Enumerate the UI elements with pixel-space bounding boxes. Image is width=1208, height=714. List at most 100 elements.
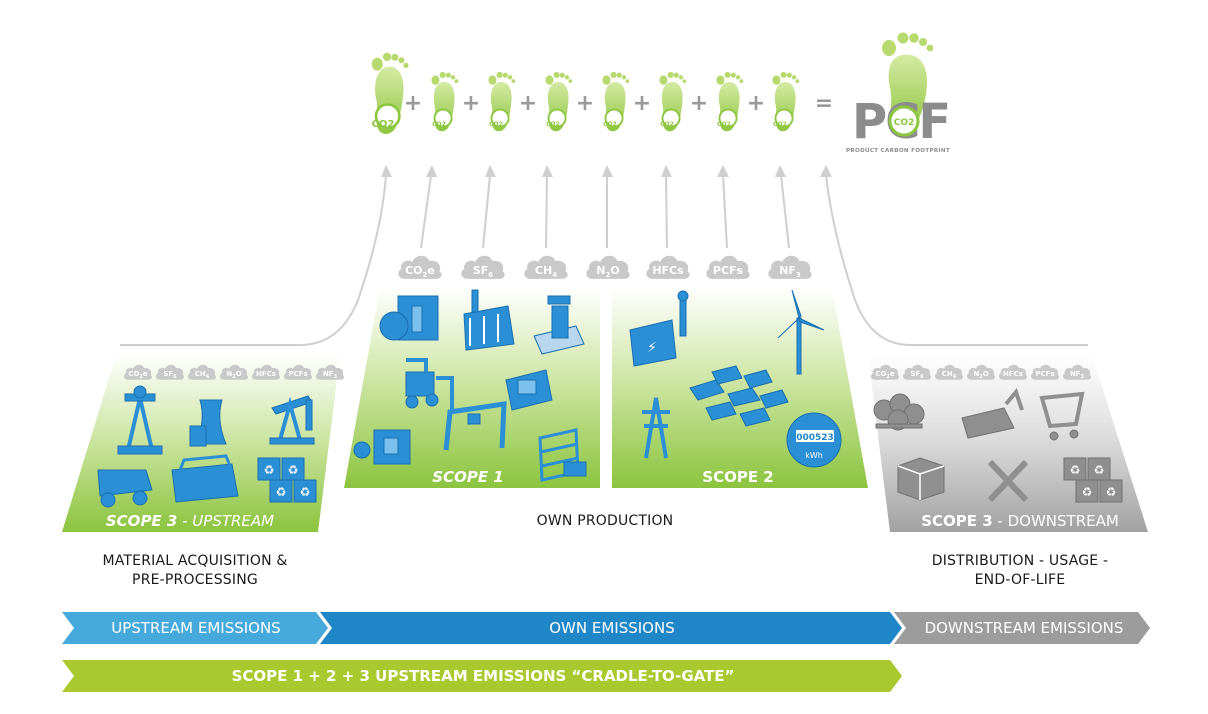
- svg-text:♻: ♻: [288, 463, 299, 477]
- cooling-tower-icon: [189, 399, 227, 447]
- footprint-icon: CO2: [487, 70, 517, 133]
- control-cabinet-icon: [353, 429, 411, 465]
- svg-text:N2O: N2O: [226, 370, 241, 380]
- svg-text:PRODUCT CARBON FOOTPRINT: PRODUCT CARBON FOOTPRINT: [846, 148, 950, 154]
- downstream-caption: DISTRIBUTION - USAGE - END-OF-LIFE: [895, 552, 1145, 590]
- svg-text:♻: ♻: [264, 463, 275, 477]
- svg-text:CO2: CO2: [489, 121, 503, 128]
- scope3-upstream-title: SCOPE 3 - UPSTREAM: [106, 512, 274, 530]
- package-box-icon: [897, 457, 945, 501]
- svg-text:PCFs: PCFs: [1035, 370, 1054, 378]
- scope3-downstream-panel: [868, 355, 1148, 532]
- factory-icon: [463, 289, 515, 351]
- footprint-equation: CO2 CO2 CO2 CO2 CO2 CO2 CO2 CO2 + + + + …: [370, 51, 833, 136]
- gas-label: SF6: [473, 264, 493, 279]
- scope3-downstream-title: SCOPE 3 - DOWNSTREAM: [921, 512, 1119, 530]
- svg-text:CO2: CO2: [660, 121, 674, 128]
- tools-icon: [987, 459, 1029, 503]
- svg-text:SF6: SF6: [910, 370, 924, 380]
- gas-clouds-main: CO2e SF6 CH4 N2O HFCs PCFs NF3: [398, 255, 812, 279]
- plus-sign: +: [576, 91, 594, 116]
- gas-label: NF3: [779, 264, 801, 279]
- gantry-crane-icon: [443, 401, 507, 451]
- cradle-to-gate-bar: [62, 660, 902, 692]
- plus-sign: +: [690, 91, 708, 116]
- upstream-emissions-bar: [62, 612, 328, 644]
- svg-text:♻: ♻: [1106, 485, 1117, 499]
- footprint-icon: CO2: [771, 70, 801, 133]
- plus-sign: +: [404, 91, 422, 116]
- svg-text:♻: ♻: [1094, 463, 1105, 477]
- own-production-caption: OWN PRODUCTION: [536, 513, 674, 529]
- svg-text:♻: ♻: [276, 485, 287, 499]
- power-pylon-icon: [642, 397, 670, 459]
- recycling-crates-grey-icon: ♻ ♻ ♻ ♻: [1063, 457, 1123, 503]
- svg-text:CO2: CO2: [432, 121, 446, 128]
- arrow-heads: [381, 165, 832, 177]
- svg-text:SF6: SF6: [163, 370, 177, 380]
- svg-text:♻: ♻: [1082, 485, 1093, 499]
- gas-label: HFCs: [652, 264, 684, 277]
- svg-text:HFCs: HFCs: [1003, 370, 1023, 378]
- pcf-logo: PCF CO2 PRODUCT CARBON FOOTPRINT: [846, 32, 951, 154]
- scope1-title: SCOPE 1: [432, 468, 503, 486]
- gas-label: PCFs: [713, 264, 744, 277]
- svg-text:CO2: CO2: [894, 118, 915, 128]
- solar-panels-icon: [689, 365, 789, 427]
- gas-label: CH4: [535, 264, 557, 279]
- oil-pump-icon: [269, 395, 315, 445]
- upstream-caption: MATERIAL ACQUISITION & PRE-PROCESSING: [70, 552, 320, 590]
- svg-text:CH4: CH4: [195, 370, 210, 380]
- upstream-caption-line: PRE-PROCESSING: [132, 572, 258, 588]
- svg-text:♻: ♻: [1070, 463, 1081, 477]
- svg-text:N2O: N2O: [973, 370, 988, 380]
- machine-press-icon: [379, 295, 439, 341]
- gas-label: CO2e: [405, 264, 435, 279]
- recycling-crates-icon: ♻ ♻ ♻ ♻: [257, 457, 317, 503]
- gas-clouds-downstream: CO2e SF6 CH4 N2O HFCs PCFs NF3: [870, 364, 1092, 380]
- storage-rack-icon: [538, 428, 587, 482]
- upstream-caption-line: MATERIAL ACQUISITION &: [102, 553, 288, 569]
- downstream-caption-line: END-OF-LIFE: [974, 572, 1066, 588]
- gas-label: N2O: [596, 264, 619, 279]
- pcf-co2-badge: [888, 105, 920, 137]
- footprint-icon: CO2: [658, 70, 688, 133]
- mining-truck-icon: [97, 469, 153, 508]
- svg-text:CO2: CO2: [546, 121, 560, 128]
- svg-text:000523: 000523: [796, 433, 834, 443]
- plus-sign: +: [462, 91, 480, 116]
- svg-text:NF3: NF3: [1070, 370, 1085, 380]
- svg-text:CH4: CH4: [942, 370, 957, 380]
- svg-text:NF3: NF3: [323, 370, 338, 380]
- own-emissions-bar: [320, 612, 902, 644]
- gas-clouds-upstream: CO2e SF6 CH4 N2O HFCs PCFs NF3: [123, 364, 345, 380]
- equals-sign: =: [815, 91, 833, 116]
- downstream-caption-line: DISTRIBUTION - USAGE -: [931, 553, 1109, 569]
- scope2-title: SCOPE 2: [702, 468, 773, 486]
- svg-text:kWh: kWh: [805, 451, 823, 460]
- electricity-meter-icon: 000523 kWh: [786, 412, 842, 468]
- svg-text:CO2e: CO2e: [875, 370, 895, 380]
- footprint-icon: CO2: [370, 51, 410, 136]
- boiler-plant-icon: [533, 295, 585, 355]
- cnc-machine-icon: [505, 369, 553, 411]
- cradle-to-gate-label: SCOPE 1 + 2 + 3 UPSTREAM EMISSIONS “CRAD…: [231, 667, 735, 685]
- factory-hall-icon: [171, 454, 239, 503]
- svg-text:CO2e: CO2e: [128, 370, 148, 380]
- svg-text:CO2: CO2: [372, 119, 395, 130]
- svg-text:PCFs: PCFs: [288, 370, 307, 378]
- conveyor-rolls-icon: [873, 393, 925, 431]
- downstream-emissions-label: DOWNSTREAM EMISSIONS: [924, 619, 1124, 637]
- own-emissions-label: OWN EMISSIONS: [549, 619, 675, 637]
- footprint-icon: CO2: [544, 70, 574, 133]
- svg-text:CO2: CO2: [603, 121, 617, 128]
- shopping-cart-icon: [1039, 391, 1085, 441]
- footprint-icon: CO2: [430, 70, 460, 133]
- plus-sign: +: [519, 91, 537, 116]
- svg-text:♻: ♻: [300, 485, 311, 499]
- downstream-emissions-bar: [894, 612, 1150, 644]
- upstream-emissions-label: UPSTREAM EMISSIONS: [111, 619, 281, 637]
- plus-sign: +: [633, 91, 651, 116]
- forklift-icon: [405, 358, 454, 412]
